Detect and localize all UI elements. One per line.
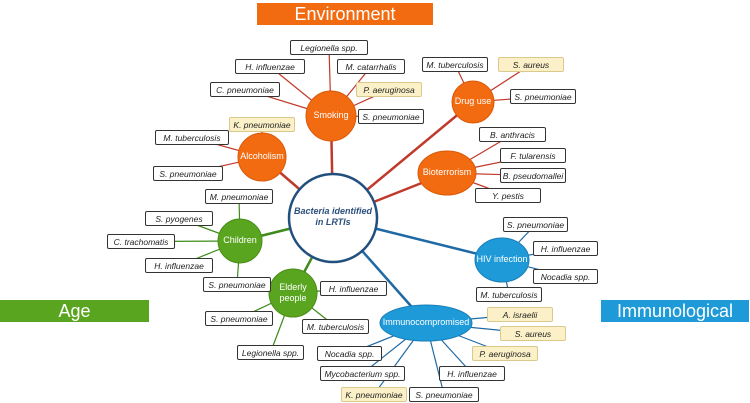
center-label-line1: Bacteria identified [293, 206, 373, 216]
bacteria-box: Legionella spp. [290, 40, 368, 55]
bacteria-box: H. influenzae [320, 281, 387, 296]
factor-node-hiv [474, 237, 530, 283]
bacteria-box: M. tuberculosis [422, 57, 488, 72]
bacteria-box: F. tularensis [500, 148, 566, 163]
factor-label-immunocompromised: Immunocompromised [382, 317, 470, 327]
bacteria-box: H. influenzae [439, 366, 505, 381]
bacteria-box: Nocadia spp. [533, 269, 598, 284]
bacteria-box: B. pseudomallei [500, 168, 566, 183]
factor-label-bioterrorism: Bioterrorism [422, 167, 472, 177]
factor-label-line2: people [279, 293, 307, 303]
bacteria-box: S. pneumoniae [503, 217, 568, 232]
center-node [287, 172, 379, 264]
factor-label-line1: Elderly [279, 282, 307, 292]
bacteria-box: H. influenzae [533, 241, 598, 256]
bacteria-box: K. pneumoniae [229, 117, 295, 132]
bacteria-box: M. pneumoniae [205, 189, 273, 204]
bacteria-box: S. pneumoniae [358, 109, 424, 124]
bacteria-box: C. trachomatis [107, 234, 175, 249]
category-banner-age: Age [0, 300, 149, 322]
factor-node-drug-use [451, 80, 495, 124]
factor-node-smoking [305, 90, 357, 142]
category-banner-immunological-state: Immunological state [601, 300, 749, 343]
bacteria-box: S. aureus [500, 326, 566, 341]
factor-label-drug-use: Drug use [454, 96, 492, 106]
bacteria-box: Y. pestis [475, 188, 541, 203]
bacteria-box: P. aeruginosa [472, 346, 538, 361]
bacteria-box: S. aureus [498, 57, 564, 72]
bacteria-box: M. tuberculosis [155, 130, 229, 145]
factor-node-alcoholism [237, 132, 287, 182]
factor-label-children: Children [223, 235, 257, 245]
bacteria-box: H. influenzae [145, 258, 213, 273]
bacteria-box: H. influenzae [235, 59, 305, 74]
bacteria-box: K. pneumoniae [341, 387, 407, 402]
category-banner-environment: Environment [257, 3, 433, 25]
factor-label-alcoholism: Alcoholism [240, 151, 284, 161]
factor-node-bioterrorism [417, 150, 477, 196]
center-label-line2: in LRTIs [315, 217, 351, 227]
bacteria-box: M. tuberculosis [302, 319, 369, 334]
bacteria-box: Nocadia spp. [317, 346, 382, 361]
bacteria-box: B. anthracis [479, 127, 546, 142]
bacteria-box: S. pneumoniae [205, 311, 273, 326]
bacteria-box: M. catarrhalis [337, 59, 405, 74]
bacteria-box: P. aeruginosa [356, 82, 422, 97]
bacteria-box: Mycobacterium spp. [320, 366, 405, 381]
bacteria-box: S. pneumoniae [409, 387, 479, 402]
factor-node-children [217, 218, 263, 264]
factor-node-immunocompromised [379, 304, 473, 342]
factor-label-smoking: Smoking [313, 110, 349, 120]
bacteria-box: S. pyogenes [145, 211, 213, 226]
bacteria-box: A. israelii [487, 307, 553, 322]
node-shapes [217, 80, 530, 342]
bacteria-box: C. pneumoniae [210, 82, 280, 97]
bacteria-box: S. pneumoniae [153, 166, 223, 181]
factor-label-hiv: HIV infection [476, 254, 528, 264]
bacteria-box: S. pneumoniae [510, 89, 576, 104]
bacteria-box: Legionella spp. [237, 345, 304, 360]
bacteria-box: M. tuberculosis [476, 287, 542, 302]
factor-node-elderly [268, 268, 318, 318]
bacteria-box: S. pneumoniae [203, 277, 271, 292]
